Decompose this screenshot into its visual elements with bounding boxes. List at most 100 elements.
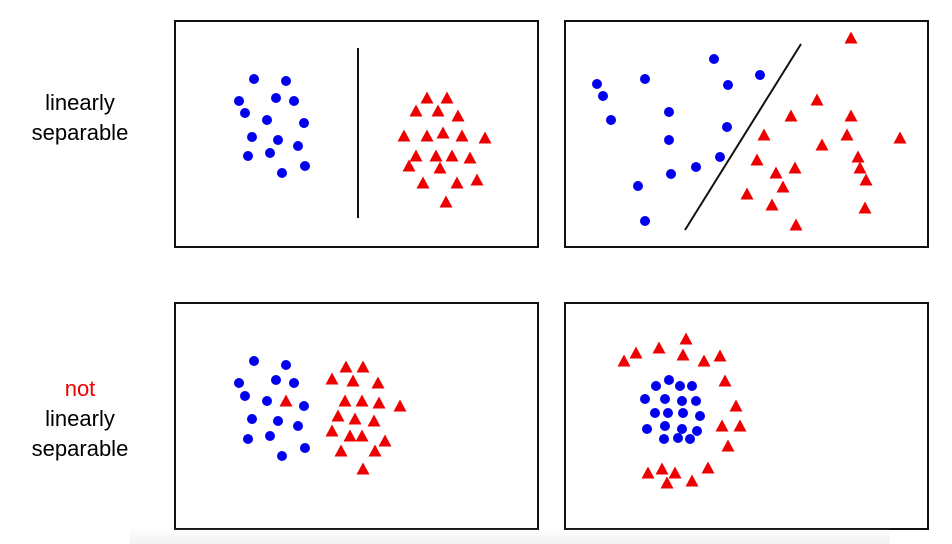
- bottom-fade: [130, 528, 890, 544]
- red-triangle-icon: [346, 374, 360, 387]
- red-triangle-icon: [789, 218, 803, 231]
- red-triangle-icon: [436, 126, 450, 139]
- red-triangle-icon: [431, 104, 445, 117]
- blue-dot-icon: [247, 132, 257, 142]
- red-triangle-icon: [463, 151, 477, 164]
- red-triangle-icon: [721, 439, 735, 452]
- label-line-1: linearly: [45, 406, 115, 431]
- red-triangle-icon: [356, 360, 370, 373]
- blue-dot-icon: [677, 424, 687, 434]
- red-triangle-icon: [840, 128, 854, 141]
- red-triangle-icon: [325, 424, 339, 437]
- red-triangle-icon: [718, 374, 732, 387]
- blue-dot-icon: [234, 96, 244, 106]
- red-triangle-icon: [433, 161, 447, 174]
- red-triangle-icon: [279, 394, 293, 407]
- red-triangle-icon: [445, 149, 459, 162]
- red-triangle-icon: [815, 138, 829, 151]
- blue-dot-icon: [300, 443, 310, 453]
- blue-dot-icon: [299, 118, 309, 128]
- red-triangle-icon: [451, 109, 465, 122]
- red-triangle-icon: [450, 176, 464, 189]
- red-triangle-icon: [355, 429, 369, 442]
- blue-dot-icon: [664, 107, 674, 117]
- red-triangle-icon: [429, 149, 443, 162]
- blue-dot-icon: [664, 135, 674, 145]
- blue-dot-icon: [606, 115, 616, 125]
- red-triangle-icon: [367, 414, 381, 427]
- label-line-1: linearly: [45, 90, 115, 115]
- blue-dot-icon: [640, 216, 650, 226]
- blue-dot-icon: [598, 91, 608, 101]
- blue-dot-icon: [243, 151, 253, 161]
- red-triangle-icon: [617, 354, 631, 367]
- red-triangle-icon: [851, 150, 865, 163]
- blue-dot-icon: [660, 421, 670, 431]
- red-triangle-icon: [844, 31, 858, 44]
- red-triangle-icon: [338, 394, 352, 407]
- blue-dot-icon: [651, 381, 661, 391]
- red-triangle-icon: [740, 187, 754, 200]
- red-triangle-icon: [697, 354, 711, 367]
- red-triangle-icon: [715, 419, 729, 432]
- blue-dot-icon: [650, 408, 660, 418]
- red-triangle-icon: [397, 129, 411, 142]
- blue-dot-icon: [299, 401, 309, 411]
- red-triangle-icon: [733, 419, 747, 432]
- row-label-not-separable: not linearly separable: [0, 374, 160, 464]
- red-triangle-icon: [769, 166, 783, 179]
- blue-dot-icon: [660, 394, 670, 404]
- blue-dot-icon: [262, 396, 272, 406]
- label-not: not: [64, 376, 96, 401]
- blue-dot-icon: [293, 421, 303, 431]
- red-triangle-icon: [334, 444, 348, 457]
- blue-dot-icon: [642, 424, 652, 434]
- blue-dot-icon: [289, 96, 299, 106]
- red-triangle-icon: [668, 466, 682, 479]
- red-triangle-icon: [356, 462, 370, 475]
- blue-dot-icon: [262, 115, 272, 125]
- panel-top-right-plot: [592, 31, 907, 231]
- red-triangle-icon: [420, 91, 434, 104]
- red-triangle-icon: [339, 360, 353, 373]
- red-triangle-icon: [713, 349, 727, 362]
- blue-dot-icon: [271, 93, 281, 103]
- red-triangle-icon: [372, 396, 386, 409]
- blue-dot-icon: [722, 122, 732, 132]
- red-triangle-icon: [629, 346, 643, 359]
- blue-dot-icon: [240, 391, 250, 401]
- blue-dot-icon: [281, 76, 291, 86]
- blue-dot-icon: [277, 168, 287, 178]
- blue-dot-icon: [678, 408, 688, 418]
- red-triangle-icon: [729, 399, 743, 412]
- red-triangle-icon: [859, 173, 873, 186]
- panel-bottom-left-plot: [234, 356, 407, 475]
- red-triangle-icon: [343, 429, 357, 442]
- red-triangle-icon: [679, 332, 693, 345]
- red-triangle-icon: [685, 474, 699, 487]
- red-triangle-icon: [893, 131, 907, 144]
- red-triangle-icon: [701, 461, 715, 474]
- blue-dot-icon: [249, 74, 259, 84]
- blue-dot-icon: [265, 431, 275, 441]
- panel-bottom-right: [564, 302, 929, 530]
- blue-dot-icon: [664, 375, 674, 385]
- panel-bottom-left: [174, 302, 539, 530]
- blue-dot-icon: [300, 161, 310, 171]
- blue-dot-icon: [640, 74, 650, 84]
- red-triangle-icon: [439, 195, 453, 208]
- blue-dot-icon: [265, 148, 275, 158]
- red-triangle-icon: [765, 198, 779, 211]
- blue-dot-icon: [723, 80, 733, 90]
- red-triangle-icon: [776, 180, 790, 193]
- blue-dot-icon: [663, 408, 673, 418]
- red-triangle-icon: [409, 149, 423, 162]
- blue-dot-icon: [677, 396, 687, 406]
- blue-dot-icon: [293, 141, 303, 151]
- blue-dot-icon: [240, 108, 250, 118]
- red-triangle-icon: [844, 109, 858, 122]
- blue-dot-icon: [234, 378, 244, 388]
- blue-dot-icon: [659, 434, 669, 444]
- red-triangle-icon: [325, 372, 339, 385]
- blue-dot-icon: [687, 381, 697, 391]
